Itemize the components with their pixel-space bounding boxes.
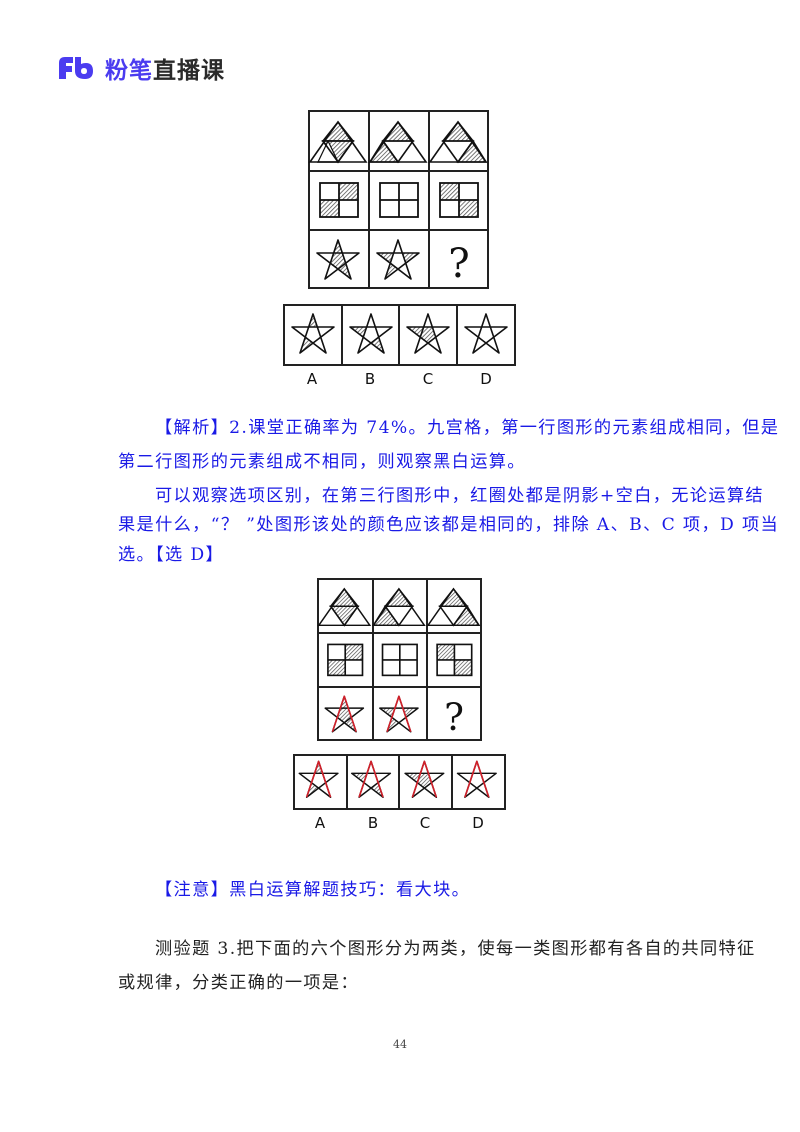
brand-name-blue: 粉笔 — [105, 58, 153, 84]
annotated-label-c: C — [419, 814, 431, 832]
annotated-option-d-star — [456, 760, 497, 798]
question-grid: ? — [308, 110, 490, 290]
square-figure-2 — [379, 182, 419, 218]
annotated-label-a: A — [314, 814, 326, 832]
option-b-star — [349, 313, 393, 354]
page-number: 44 — [393, 1038, 407, 1051]
quiz-line-1: 测验题 3.把下面的六个图形分为两类，使每一类图形都有各自的共同特征 — [155, 939, 756, 959]
option-label-a: A — [306, 370, 318, 388]
unknown-mark-annotated: ? — [444, 696, 464, 739]
option-c-star — [406, 313, 450, 354]
annotated-options: A B C D — [293, 754, 507, 832]
analysis-line-1: 【解析】2.课堂正确率为 74%。九宫格，第一行图形的元素组成相同，但是 — [155, 418, 780, 438]
fb-logo-icon — [59, 57, 93, 79]
option-label-d: D — [480, 370, 492, 388]
annotated-option-a-star — [298, 760, 339, 798]
unknown-mark: ? — [448, 241, 469, 287]
analysis-line-2: 第二行图形的元素组成不相同，则观察黑白运算。 — [118, 452, 526, 472]
brand-logo: 粉笔 直播课 — [57, 53, 225, 84]
brand-name-black: 直播课 — [153, 58, 225, 84]
square-figure-3 — [439, 182, 479, 218]
annotated-option-b-star — [350, 760, 392, 798]
analysis-line-5: 选。【选 D】 — [118, 545, 225, 565]
annotated-grid: ? — [317, 578, 483, 742]
option-a-star — [291, 313, 335, 354]
option-d-star — [464, 313, 508, 354]
annotated-label-b: B — [367, 814, 379, 832]
star-figure-1 — [316, 239, 360, 280]
triangle-figure-2 — [368, 120, 428, 164]
note-text: 【注意】黑白运算解题技巧：看大块。 — [155, 880, 471, 900]
option-label-c: C — [422, 370, 434, 388]
annotated-option-c-star — [404, 760, 445, 798]
square-figure-1 — [319, 182, 359, 218]
analysis-line-3: 可以观察选项区别，在第三行图形中，红圈处都是阴影+空白，无论运算结 — [155, 486, 764, 506]
analysis-line-4: 果是什么，“？ ”处图形该处的颜色应该都是相同的，排除 A、B、C 项，D 项当 — [118, 515, 780, 535]
answer-options: A B C D — [283, 304, 517, 388]
option-label-b: B — [364, 370, 376, 388]
star-figure-2 — [376, 239, 420, 280]
annotated-label-d: D — [472, 814, 484, 832]
quiz-line-2: 或规律，分类正确的一项是： — [118, 973, 359, 993]
triangle-figure-3 — [428, 120, 488, 164]
triangle-figure-1 — [308, 120, 368, 164]
